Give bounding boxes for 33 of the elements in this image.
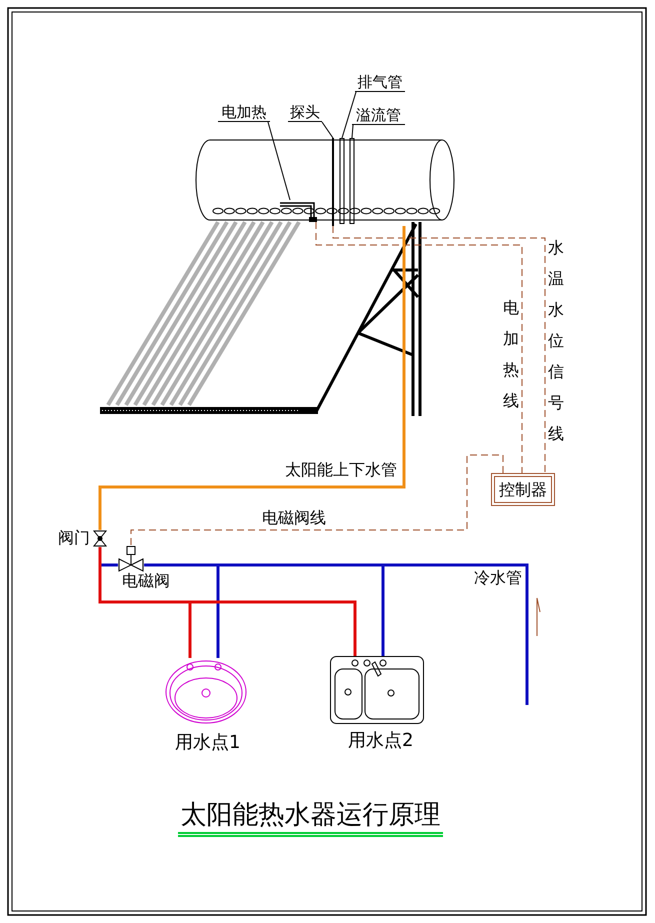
washbasin-drawing: [165, 658, 247, 724]
part-label: 溢流管: [352, 106, 405, 125]
title: 太阳能热水器运行原理: [178, 798, 443, 837]
leader-line: [322, 122, 334, 138]
probe-tube: [330, 138, 336, 226]
water-pipe: [382, 564, 528, 705]
valve-label: 阀门: [58, 529, 90, 547]
vent-pipe: [339, 138, 345, 224]
leader-line: [268, 122, 290, 200]
water-pipe: [98, 226, 406, 530]
valve-label: 电磁阀: [122, 572, 170, 590]
valve-symbol: [93, 530, 107, 547]
water-pipe: [98, 547, 356, 656]
leader-line: [352, 124, 354, 138]
edge-label: 电加热线: [503, 297, 520, 412]
solenoid-valve-symbol: [118, 546, 144, 572]
edge-label: 水温水位信号线: [548, 237, 565, 445]
sink-drawing: [330, 656, 424, 724]
heater-element: [278, 200, 318, 222]
controller-box: 控制器: [491, 473, 555, 506]
fixture-label: 用水点2: [348, 732, 414, 750]
fixture-label: 用水点1: [175, 734, 240, 752]
leader-line: [342, 92, 356, 138]
signal-wire: [332, 226, 546, 474]
part-label: 探头: [288, 103, 322, 122]
signal-wire: [130, 454, 504, 546]
edge-label: 太阳能上下水管: [285, 461, 397, 479]
edge-label: 电磁阀线: [262, 509, 326, 527]
part-label: 电加热: [218, 103, 270, 122]
edge-label: 冷水管: [474, 569, 522, 587]
overflow-pipe: [349, 138, 355, 224]
signal-wire: [316, 222, 522, 474]
part-label: 排气管: [355, 73, 405, 92]
